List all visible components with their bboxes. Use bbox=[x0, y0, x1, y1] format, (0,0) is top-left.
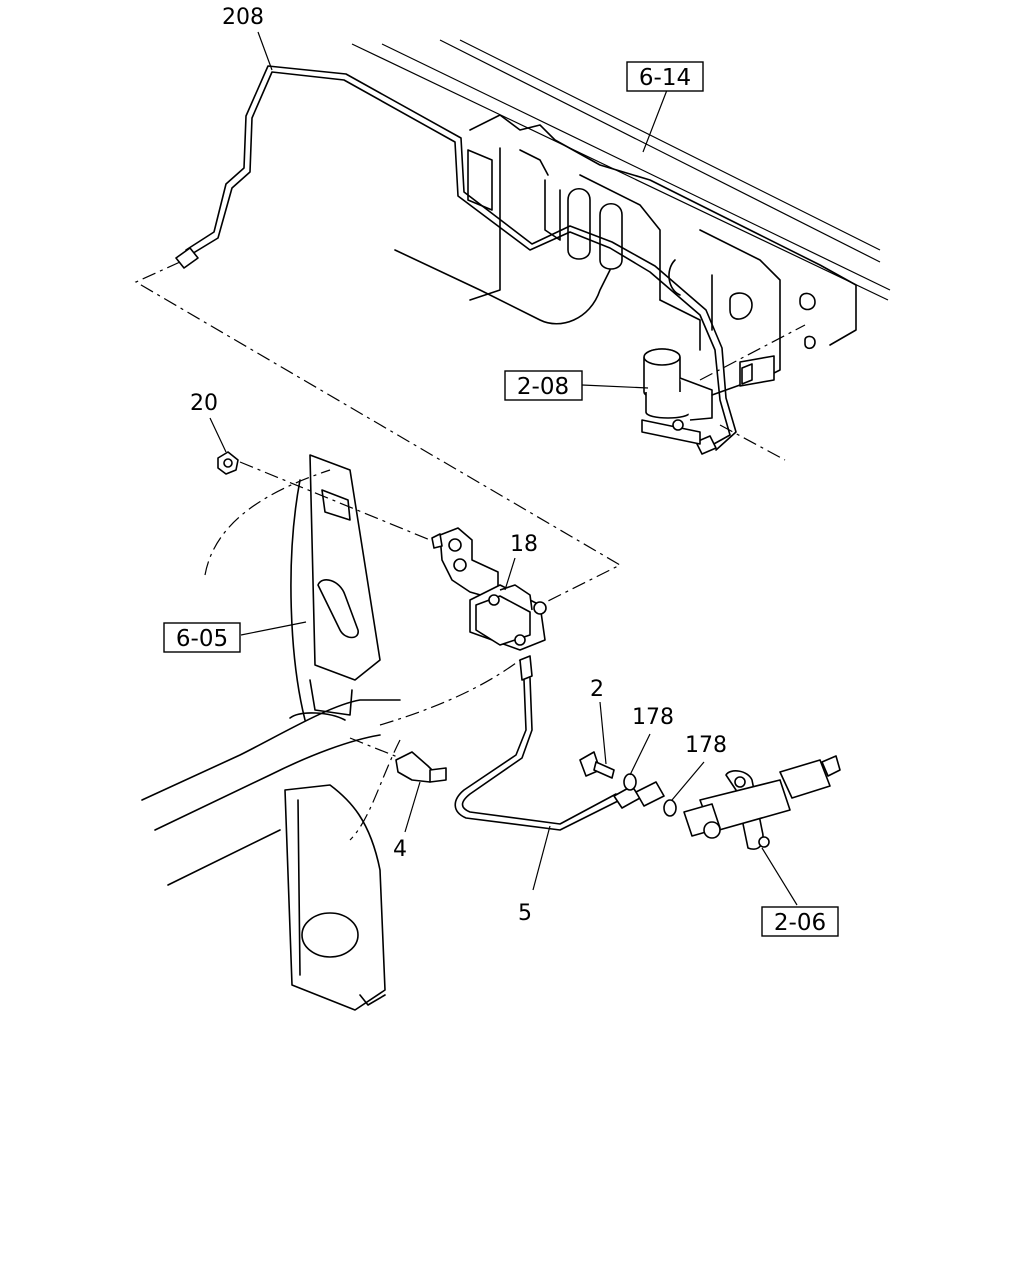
pipe-fitting bbox=[175, 247, 199, 269]
callout-2: 2 bbox=[590, 677, 604, 702]
svg-text:2-08: 2-08 bbox=[517, 374, 569, 400]
svg-text:6-14: 6-14 bbox=[639, 65, 691, 91]
callout-208: 208 bbox=[222, 5, 264, 30]
clip-4 bbox=[349, 737, 447, 783]
clutch-pipe-208 bbox=[175, 65, 737, 455]
leader-lines bbox=[209, 31, 798, 906]
svg-text:2-06: 2-06 bbox=[774, 910, 826, 936]
ref-box-2-06: 2-06 bbox=[761, 906, 839, 937]
bracket-18 bbox=[431, 527, 547, 651]
callout-5: 5 bbox=[518, 901, 532, 926]
bolt-2 bbox=[579, 751, 615, 779]
washer-178-b bbox=[663, 799, 677, 817]
clutch-hose-5 bbox=[454, 655, 665, 831]
clutch-master-cylinder bbox=[641, 324, 806, 461]
callout-18: 18 bbox=[510, 532, 538, 557]
frame-structure bbox=[141, 454, 521, 1011]
svg-text:6-05: 6-05 bbox=[176, 626, 228, 652]
ref-box-6-05: 6-05 bbox=[163, 622, 241, 653]
callout-178-a: 178 bbox=[632, 705, 674, 730]
ref-box-2-08: 2-08 bbox=[504, 370, 583, 401]
clutch-slave-cylinder bbox=[683, 755, 841, 850]
bolt-20 bbox=[217, 451, 431, 541]
assembly-guide-line bbox=[134, 261, 622, 611]
callout-4: 4 bbox=[393, 837, 407, 862]
washer-178-a bbox=[623, 773, 637, 791]
ref-box-6-14: 6-14 bbox=[626, 61, 704, 92]
callout-178-b: 178 bbox=[685, 733, 727, 758]
callout-20: 20 bbox=[190, 391, 218, 416]
firewall-structure bbox=[351, 39, 891, 381]
